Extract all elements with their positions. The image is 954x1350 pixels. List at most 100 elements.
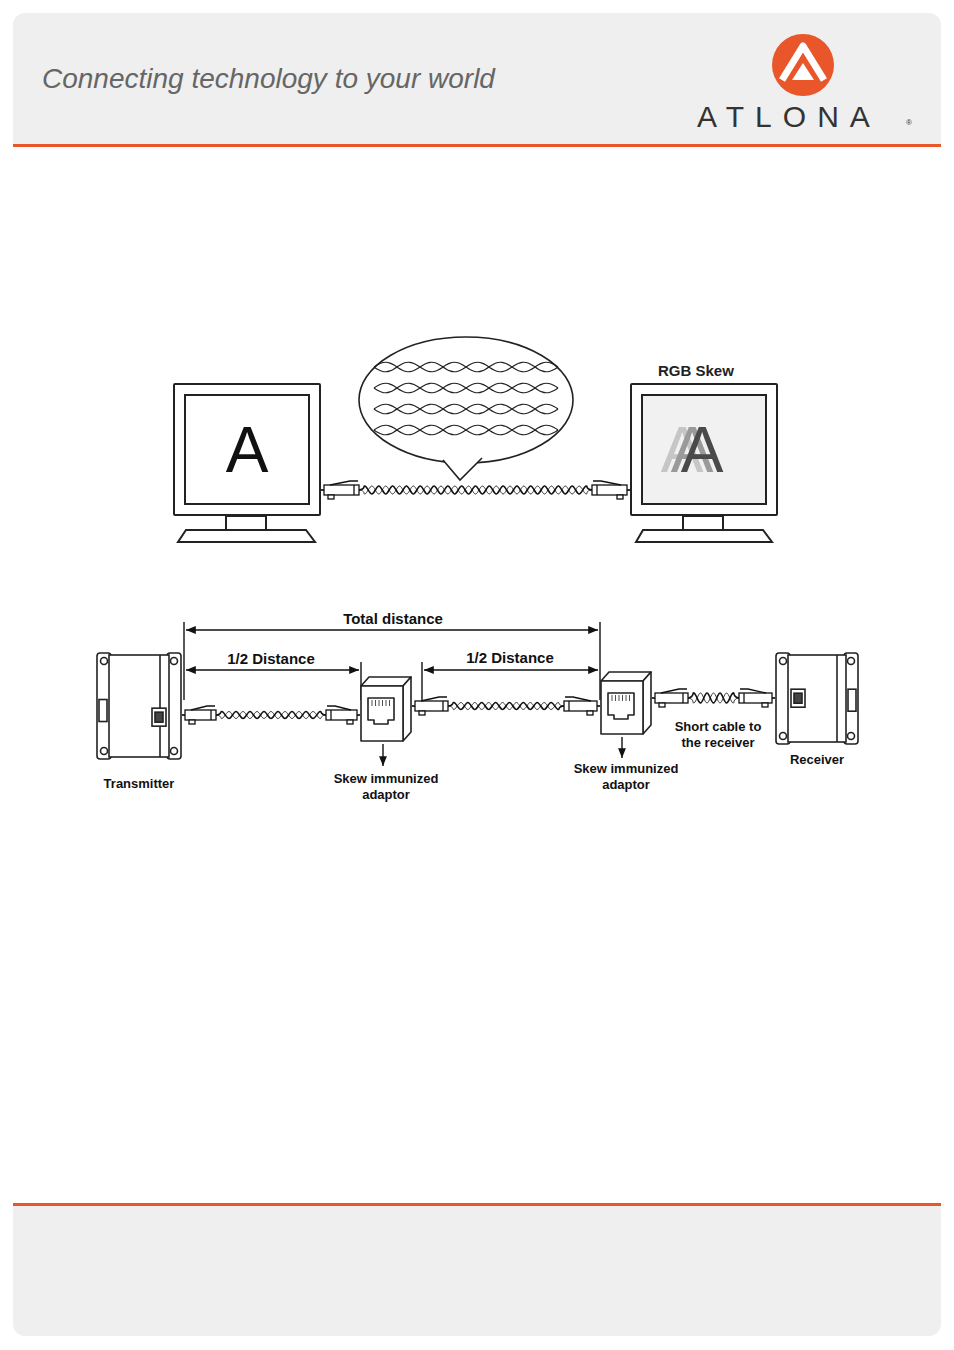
device-part	[794, 693, 802, 703]
logo-mark	[772, 34, 834, 96]
rj45-plug	[421, 697, 447, 701]
device-part	[109, 655, 169, 757]
monitor-stand	[683, 516, 723, 530]
rj45-plug	[659, 703, 665, 707]
rj45-plug	[419, 711, 425, 715]
header-band	[13, 13, 941, 147]
rj45-plug	[565, 697, 591, 701]
monitor: A	[173, 383, 321, 516]
skewed-letter: A	[630, 418, 774, 482]
dimension-line	[421, 662, 422, 700]
device-part	[848, 689, 856, 711]
monitor-heading: RGB Skew	[658, 362, 734, 379]
device-part	[379, 700, 380, 706]
rj45-plug	[596, 485, 597, 495]
leader-arrow	[621, 737, 622, 758]
magnify-bubble	[446, 456, 479, 475]
logo-mark	[792, 63, 814, 80]
skew-adaptor: Skew immunized adaptor	[600, 671, 652, 735]
rj45-plug	[592, 481, 627, 499]
adaptor-label: Skew immunized adaptor	[564, 761, 688, 793]
device-part	[780, 733, 787, 740]
cable-strand	[652, 693, 775, 703]
device-part	[619, 695, 620, 701]
twisted-pair	[374, 404, 558, 414]
footer-band	[13, 1203, 941, 1336]
rj45-plug	[327, 706, 351, 710]
device-part	[159, 655, 161, 757]
leader-arrow	[382, 744, 383, 766]
device-part	[361, 686, 403, 741]
device-part	[791, 689, 805, 707]
device-part	[152, 708, 166, 726]
tagline: Connecting technology to your world	[42, 63, 495, 95]
monitor-stand	[178, 530, 315, 542]
twisted-pair	[374, 362, 558, 372]
logo-mark	[782, 46, 824, 80]
header-band	[13, 144, 941, 147]
receiver-box: Receiver	[775, 652, 859, 745]
device-part	[101, 658, 108, 665]
rj45-plug	[617, 495, 623, 499]
twisted-pair	[374, 425, 558, 435]
rj45-plug	[415, 701, 448, 711]
device-label: Receiver	[790, 752, 844, 768]
cable-label: Short cable to the receiver	[664, 719, 772, 751]
device-part	[386, 700, 387, 706]
device-part	[101, 748, 108, 755]
rj45-plug	[185, 710, 216, 720]
rj45-plug	[593, 481, 621, 485]
cable	[652, 693, 775, 703]
rj45-plug	[326, 710, 357, 720]
header-band	[13, 13, 941, 146]
rj45-plug	[185, 706, 216, 724]
dimension-line	[186, 629, 598, 630]
device-part	[848, 733, 855, 740]
device-part	[155, 712, 163, 722]
rj45-plug	[661, 689, 687, 693]
rj45-plug	[568, 701, 569, 711]
device-part	[382, 700, 383, 706]
device-part	[99, 700, 107, 722]
rj45-plug	[189, 720, 195, 724]
device-part	[776, 653, 858, 744]
device-part	[97, 653, 181, 759]
device-part	[788, 655, 846, 742]
dimension-line	[183, 622, 184, 700]
device-part	[403, 677, 411, 741]
device-part	[622, 695, 623, 701]
rj45-plug	[655, 693, 688, 703]
rj45-plug	[592, 485, 627, 495]
magnify-bubble	[359, 337, 573, 480]
rj45-plug	[564, 697, 597, 715]
rj45-plug	[210, 710, 211, 720]
device-part	[643, 672, 651, 734]
device-part	[171, 658, 178, 665]
rj45-plug	[415, 697, 448, 715]
adaptor-shape	[360, 676, 412, 742]
footer-band	[13, 1206, 941, 1336]
device-part	[780, 658, 787, 665]
cable	[321, 486, 630, 494]
rj45-plug	[743, 693, 744, 703]
device-part	[612, 695, 613, 701]
monitor-stand	[226, 516, 266, 530]
adaptor-label: Skew immunized adaptor	[324, 771, 448, 803]
rj45-plug	[564, 701, 597, 711]
twisted-pair	[374, 404, 558, 414]
rj45-plug	[328, 495, 334, 499]
skew-adaptor: Skew immunized adaptor	[360, 676, 412, 742]
footer-band	[13, 1206, 941, 1226]
device-part	[836, 655, 838, 742]
device-part	[389, 700, 390, 706]
footer-band	[13, 1203, 941, 1206]
device-shape	[775, 652, 859, 745]
rj45-plug	[353, 485, 354, 495]
rj45-plug	[740, 689, 766, 693]
device-shape	[96, 652, 182, 760]
rj45-plug	[347, 720, 353, 724]
rj45-plug	[326, 706, 357, 724]
device-part	[368, 698, 394, 724]
device-part	[372, 700, 373, 706]
twisted-pair	[374, 383, 558, 393]
